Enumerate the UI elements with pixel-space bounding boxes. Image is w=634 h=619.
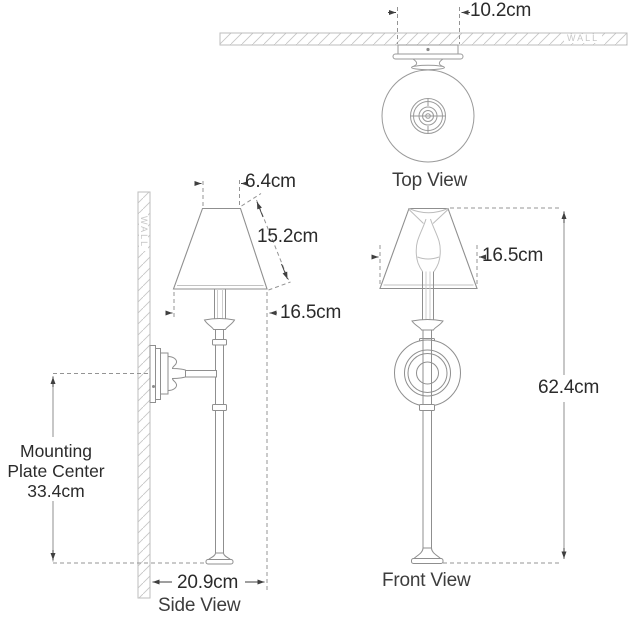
top-view-label: Top View (392, 170, 468, 191)
shade-side (172, 207, 268, 290)
screw (152, 385, 155, 388)
front-view-drawing (379, 207, 478, 564)
top-view-dimension-10-2 (388, 7, 470, 44)
dim-overall-height: 62.4cm (538, 377, 600, 398)
shade-front (379, 207, 478, 290)
top-view-drawing (219, 32, 628, 163)
dim-shade-top-depth: 6.4cm (245, 171, 296, 192)
dim-shade-bottom-depth: 16.5cm (280, 302, 342, 323)
mounting-line-2: Plate Center (7, 461, 105, 481)
dim-wall-projection: 20.9cm (177, 572, 239, 593)
front-view-dimensions (371, 207, 567, 564)
front-view-label: Front View (382, 570, 471, 591)
dim-shade-width: 16.5cm (482, 245, 544, 266)
mounting-line-3: 33.4cm (27, 481, 85, 501)
wall-label-top: WALL (564, 34, 603, 43)
side-view-label: Side View (158, 595, 241, 616)
mounting-line-1: Mounting (20, 441, 92, 461)
dim-shade-slant: 15.2cm (257, 226, 319, 247)
screw (426, 47, 430, 52)
wall-strip (137, 191, 151, 599)
wall-label-side: WALL (139, 213, 149, 252)
side-view-dimensions (50, 180, 291, 590)
mounting-plate-center-label: Mounting Plate Center 33.4cm (0, 441, 112, 501)
side-view-drawing (137, 191, 268, 599)
dim-plate-width: 10.2cm (470, 0, 532, 21)
